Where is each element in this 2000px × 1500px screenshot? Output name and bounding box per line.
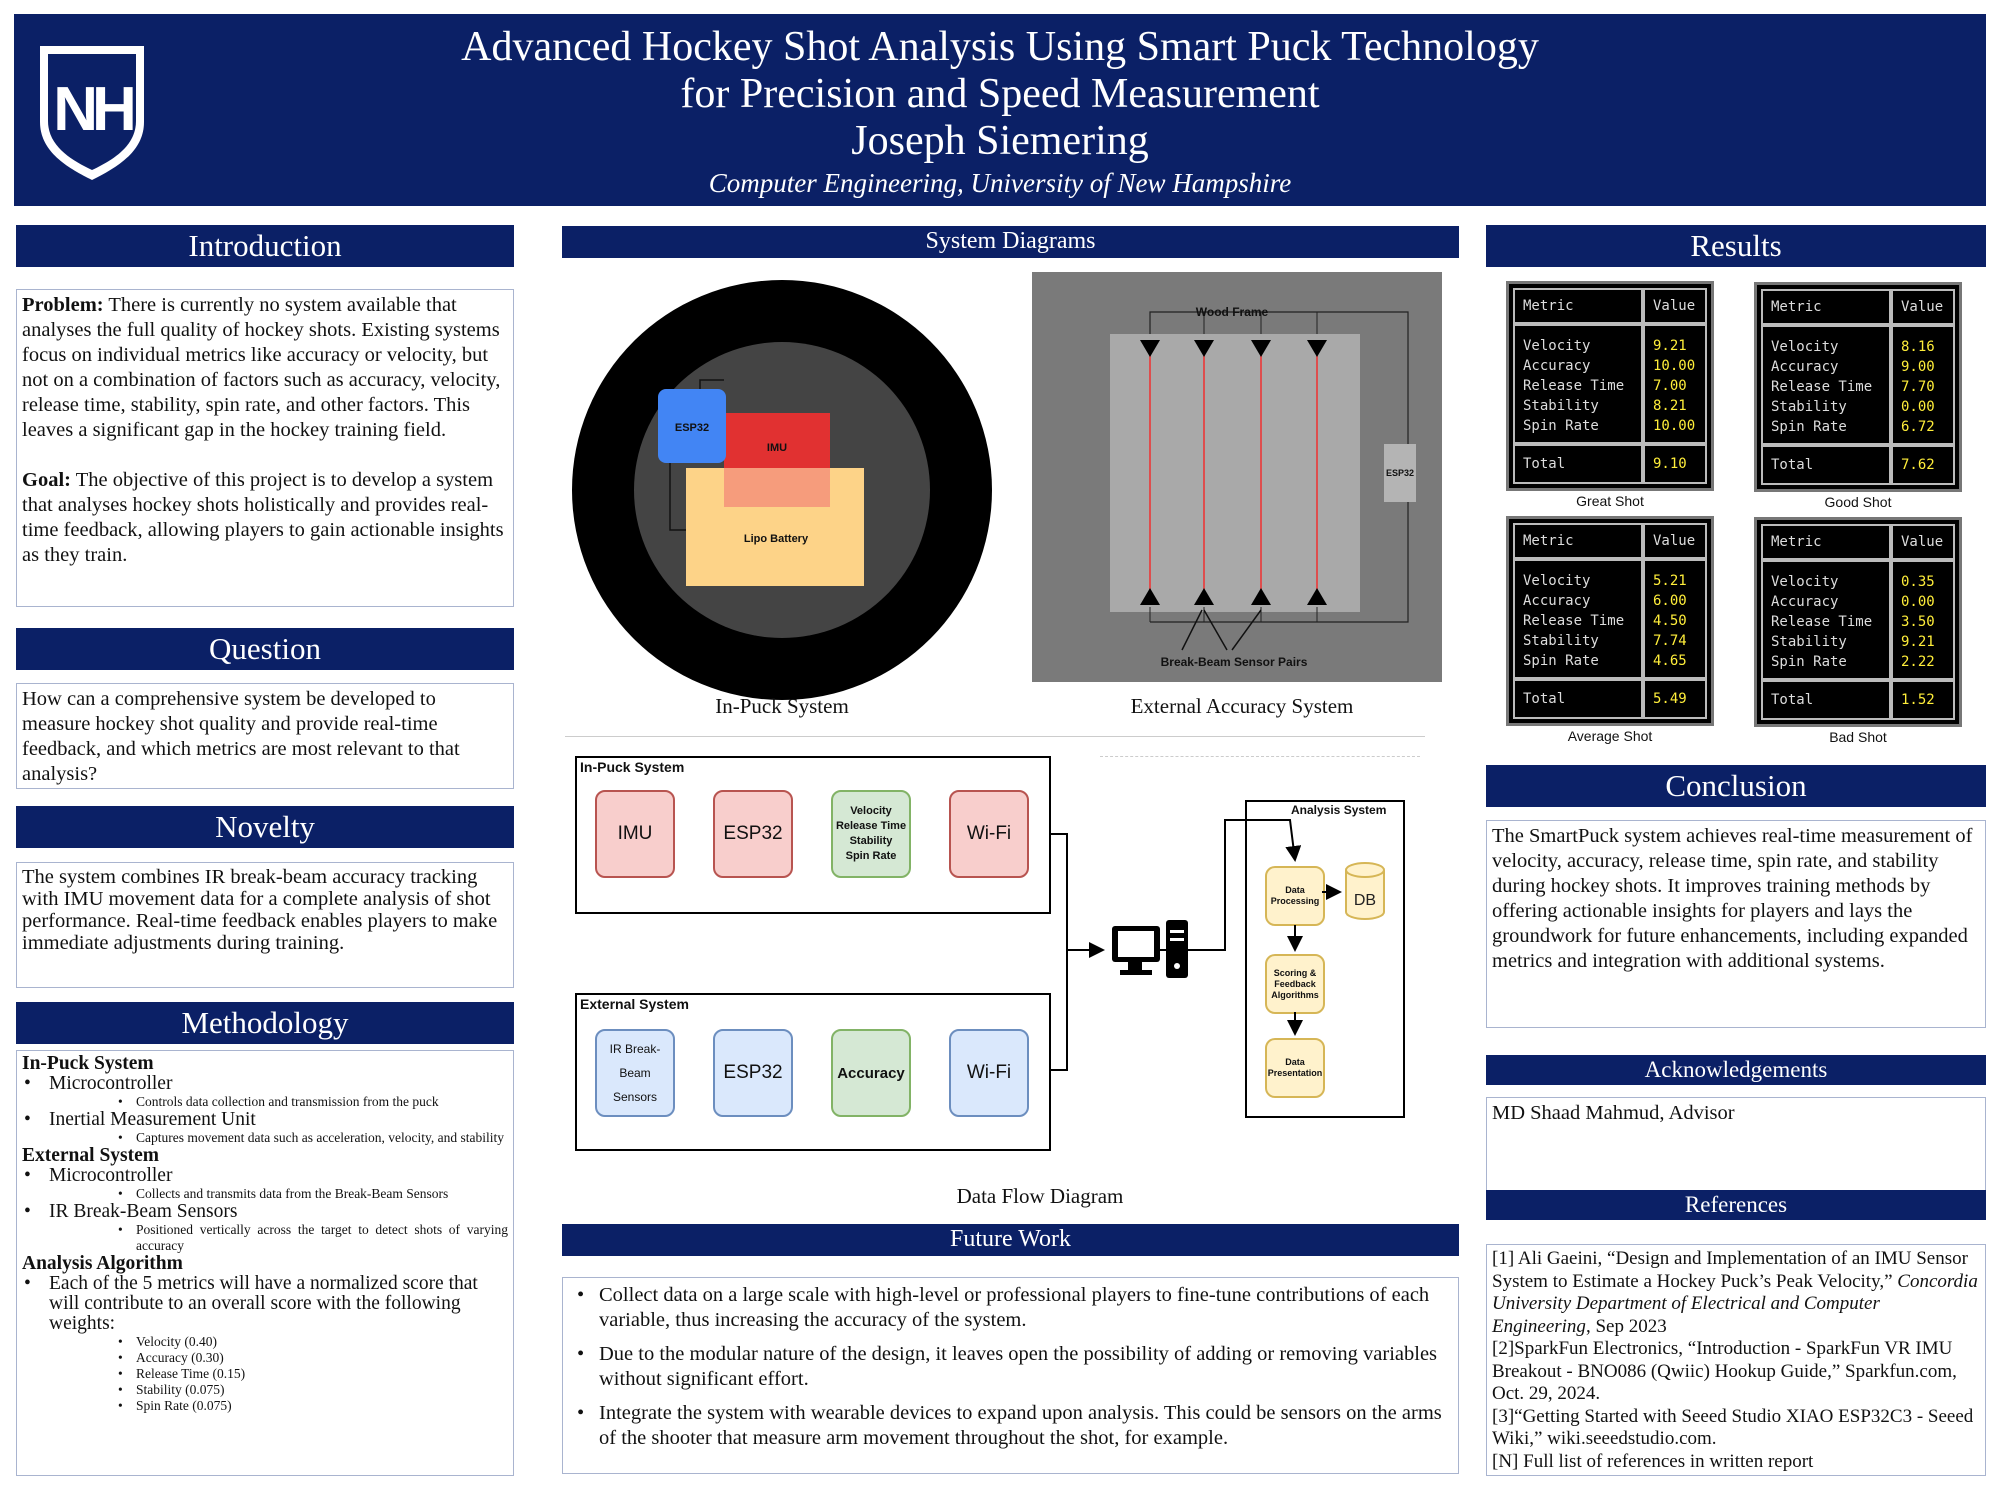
references-heading: References [1486,1190,1986,1220]
in-puck-caption: In-Puck System [715,694,849,718]
external-accuracy-caption: External Accuracy System [1130,694,1354,718]
poster-header: NH Advanced Hockey Shot Analysis Using S… [14,14,1986,206]
in-puck-diagram: ESP32 IMU Lipo Battery [572,280,992,700]
future-body: Collect data on a large scale with high-… [562,1277,1459,1474]
question-body: How can a comprehensive system be develo… [16,683,514,789]
external-esp32-label: ESP32 [1386,468,1414,478]
references-body: [1] Ali Gaeini, “Design and Implementati… [1486,1244,1986,1476]
flow-esp32-external: ESP32 [713,1029,793,1117]
diagram-divider [565,736,1425,737]
diagrams-heading: System Diagrams [562,226,1459,258]
db-label: DB [1354,892,1376,909]
affiliation: Computer Engineering, University of New … [708,168,1292,198]
computer-icon [1112,920,1188,978]
diagram-dashed-divider [1100,756,1420,757]
conclusion-body: The SmartPuck system achieves real-time … [1486,820,1986,1028]
flow-wifi-puck: Wi-Fi [949,790,1029,878]
external-accuracy-diagram: Wood Frame ESP32 Break-Beam Sensor Pairs [1032,272,1442,682]
wood-frame-label: Wood Frame [1196,305,1269,319]
flow-arrows [1050,819,1342,1071]
results-heading: Results [1486,225,1986,267]
puck-battery-label: Lipo Battery [744,533,809,545]
puck-esp32-label: ESP32 [675,422,709,434]
database-icon: DB [1345,862,1385,920]
flow-accuracy: Accuracy [831,1029,911,1117]
future-item: Integrate the system with wearable devic… [569,1401,1452,1451]
flow-wifi-external: Wi-Fi [949,1029,1029,1117]
flow-imu: IMU [595,790,675,878]
result-table-caption: Great Shot [1576,493,1644,509]
sensor-pairs-label: Break-Beam Sensor Pairs [1161,655,1308,669]
novelty-body: The system combines IR break-beam accura… [16,862,514,988]
data-flow-caption: Data Flow Diagram [956,1184,1124,1208]
future-item: Due to the modular nature of the design,… [569,1342,1452,1392]
puck-imu-label: IMU [767,442,787,454]
flow-esp32-puck: ESP32 [713,790,793,878]
ack-body: MD Shaad Mahmud, Advisor [1486,1097,1986,1207]
future-heading: Future Work [562,1224,1459,1256]
methodology-heading: Methodology [16,1002,514,1044]
novelty-heading: Novelty [16,806,514,848]
unh-shield-logo: NH [40,46,144,180]
intro-body: Problem: There is currently no system av… [16,289,514,607]
future-item: Collect data on a large scale with high-… [569,1283,1452,1333]
logo-text: NH [53,75,133,144]
methodology-body: In-Puck System Microcontroller Controls … [16,1050,514,1476]
conclusion-heading: Conclusion [1486,765,1986,807]
intro-heading: Introduction [16,225,514,267]
question-heading: Question [16,628,514,670]
poster-title: Advanced Hockey Shot Analysis Using Smar… [14,24,1986,165]
author: Joseph Siemering [851,118,1149,164]
ack-heading: Acknowledgements [1486,1055,1986,1085]
result-table-caption: Average Shot [1567,728,1653,744]
break-beam-sensors [1140,340,1327,605]
result-table-caption: Bad Shot [1829,729,1887,745]
result-table-caption: Good Shot [1824,494,1892,510]
